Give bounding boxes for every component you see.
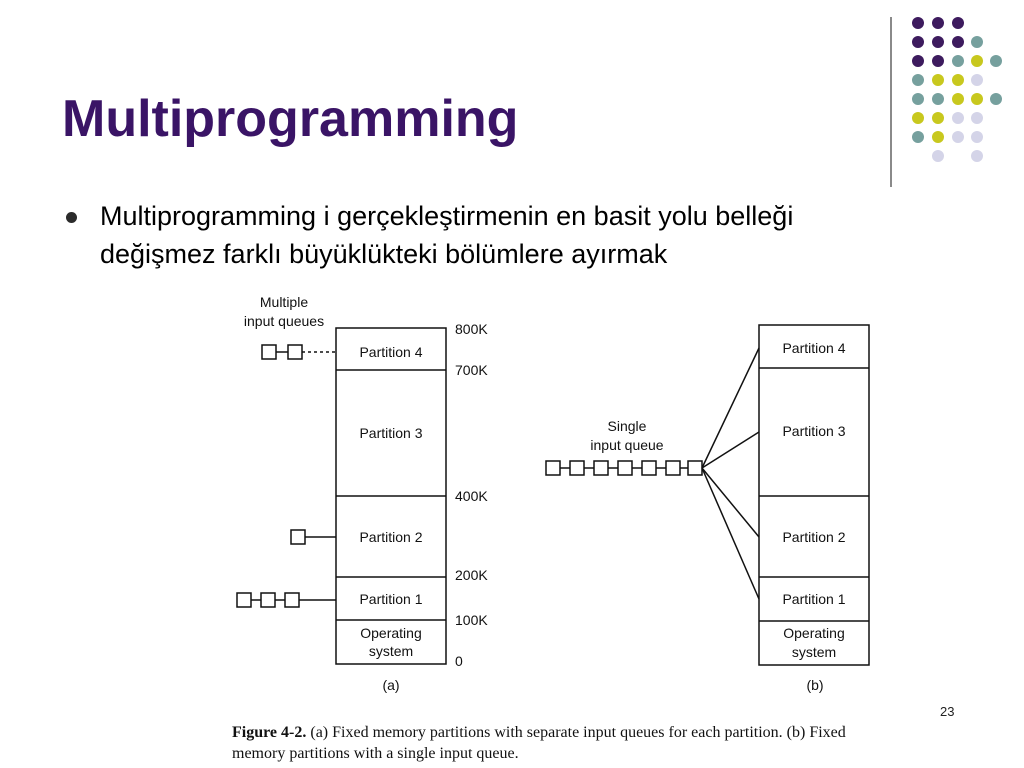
queue-job — [290, 529, 306, 545]
queue-job — [261, 344, 277, 360]
address-800k: 800K — [455, 321, 488, 337]
dot — [990, 93, 1002, 105]
dot — [932, 112, 944, 124]
queue-label-b-line1: Single — [608, 418, 647, 434]
dot — [912, 36, 924, 48]
fan-line-p3 — [701, 431, 760, 469]
dot — [952, 55, 964, 67]
os-label-b-line2: system — [792, 644, 836, 660]
dot — [912, 131, 924, 143]
decorative-dot-grid — [912, 17, 1002, 162]
queue-label-b-line2: input queue — [590, 437, 663, 453]
queue-job — [617, 460, 633, 476]
dot — [952, 131, 964, 143]
dot — [912, 17, 924, 29]
dot — [932, 55, 944, 67]
dot — [912, 55, 924, 67]
dot — [952, 17, 964, 29]
queue-job — [641, 460, 657, 476]
fan-line-p1 — [701, 467, 760, 600]
partition-4-label-a: Partition 4 — [359, 344, 422, 360]
partition-2-label-a: Partition 2 — [359, 529, 422, 545]
dot — [952, 112, 964, 124]
dot — [932, 36, 944, 48]
address-0: 0 — [455, 653, 463, 669]
address-400k: 400K — [455, 488, 488, 504]
bullet-text: Multiprogramming i gerçekleştirmenin en … — [100, 201, 794, 269]
partition-3-label-b: Partition 3 — [782, 423, 845, 439]
dot — [971, 112, 983, 124]
queue-job — [687, 460, 703, 476]
queue-job — [287, 344, 303, 360]
bullet-dot-icon — [66, 212, 77, 223]
queue-job — [593, 460, 609, 476]
queue-job — [260, 592, 276, 608]
slide-number: 23 — [940, 704, 955, 719]
memory-column-b — [758, 324, 870, 666]
dot — [932, 93, 944, 105]
address-200k: 200K — [455, 567, 488, 583]
figure-caption-text: (a) Fixed memory partitions with separat… — [232, 724, 846, 762]
slide-title: Multiprogramming — [62, 90, 519, 148]
address-700k: 700K — [455, 362, 488, 378]
address-100k: 100K — [455, 612, 488, 628]
fan-line-p4 — [701, 347, 760, 469]
queue-job — [569, 460, 585, 476]
dot — [932, 131, 944, 143]
queue-job — [236, 592, 252, 608]
os-label-b-line1: Operating — [783, 625, 844, 641]
diagram-b-label: (b) — [806, 677, 823, 693]
partition-3-label-a: Partition 3 — [359, 425, 422, 441]
partition-2-label-b: Partition 2 — [782, 529, 845, 545]
partition-4-label-b: Partition 4 — [782, 340, 845, 356]
figure-label: Figure 4-2. — [232, 724, 307, 741]
queues-label-a-line2: input queues — [244, 313, 324, 329]
dot — [952, 74, 964, 86]
queue-job — [545, 460, 561, 476]
dot — [971, 36, 983, 48]
dot — [971, 150, 983, 162]
dot — [932, 74, 944, 86]
os-label-a-line2: system — [369, 643, 413, 659]
dot — [952, 36, 964, 48]
dot — [932, 150, 944, 162]
dot — [971, 74, 983, 86]
dot — [932, 17, 944, 29]
os-label-a-line1: Operating — [360, 625, 421, 641]
diagram-a-label: (a) — [382, 677, 399, 693]
figure-caption: Figure 4-2. (a) Fixed memory partitions … — [232, 722, 892, 764]
queue-job — [665, 460, 681, 476]
dot — [952, 93, 964, 105]
dot — [971, 131, 983, 143]
dot — [971, 55, 983, 67]
dot — [912, 93, 924, 105]
partition-1-label-a: Partition 1 — [359, 591, 422, 607]
partition-1-label-b: Partition 1 — [782, 591, 845, 607]
dot — [971, 93, 983, 105]
queues-label-a-line1: Multiple — [260, 294, 308, 310]
queue-job — [284, 592, 300, 608]
decorative-divider — [890, 17, 892, 187]
fan-line-p2 — [701, 467, 760, 538]
dot — [912, 112, 924, 124]
dot — [990, 55, 1002, 67]
dot — [912, 74, 924, 86]
